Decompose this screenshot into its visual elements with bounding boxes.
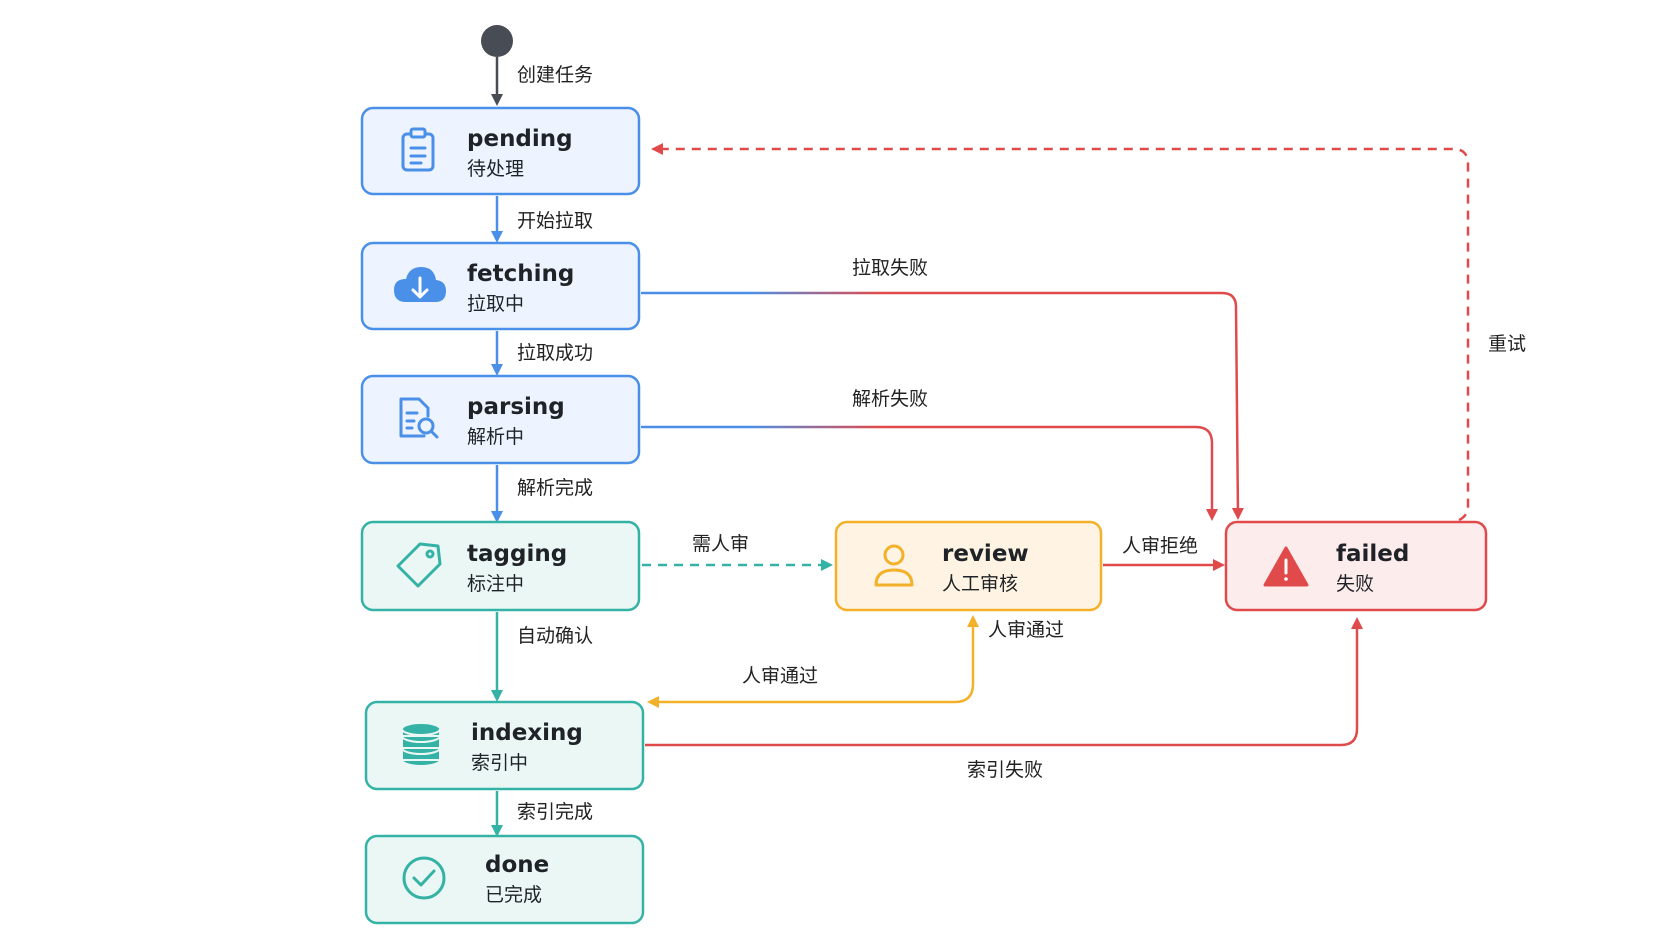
state-subtitle: 待处理 [467,158,524,180]
warning-icon [1263,546,1309,587]
state-review: review 人工审核 [834,520,1103,612]
label-parse-fail: 解析失败 [852,388,928,410]
clipboard-icon [401,127,435,172]
label-retry: 重试 [1488,333,1526,355]
edge-labels: 创建任务 开始拉取 拉取成功 解析完成 自动确认 索引完成 拉取失败 解析失败 … [517,64,1526,823]
label-index-fail: 索引失败 [967,759,1043,781]
state-subtitle: 拉取中 [467,293,524,315]
state-parsing: parsing 解析中 [360,374,641,465]
state-subtitle: 已完成 [485,884,542,906]
label-review-pass-left: 人审通过 [742,665,818,687]
label-review-pass-right: 人审通过 [988,619,1064,641]
person-icon [874,544,914,587]
label-auto-confirm: 自动确认 [517,625,593,647]
state-done: done 已完成 [364,834,645,925]
state-subtitle: 标注中 [467,573,524,595]
check-circle-icon [402,856,446,900]
database-icon [401,722,441,767]
edge-fetch-fail [641,291,1244,520]
state-tagging: tagging 标注中 [360,520,641,612]
label-start-fetch: 开始拉取 [517,210,593,232]
state-title: tagging [467,541,567,567]
state-fetching: fetching 拉取中 [360,241,641,331]
tag-icon [396,542,442,588]
state-title: pending [467,126,573,152]
state-title: fetching [467,261,574,287]
state-title: done [485,852,549,878]
edges [481,25,1470,837]
label-create-task: 创建任务 [517,64,593,86]
state-subtitle: 解析中 [467,426,524,448]
state-pending: pending 待处理 [360,106,641,196]
state-title: failed [1336,541,1409,567]
cloud-download-icon [394,267,446,302]
label-fetch-success: 拉取成功 [517,342,593,364]
start-node [481,25,513,57]
state-subtitle: 人工审核 [942,573,1018,595]
label-review-reject: 人审拒绝 [1122,535,1198,557]
edge-retry [651,143,1470,522]
document-search-icon [399,397,439,439]
edge-index-fail [645,617,1363,747]
state-indexing: indexing 索引中 [364,700,645,791]
state-subtitle: 索引中 [471,752,528,774]
edge-review-pass [647,636,975,708]
state-failed: failed 失败 [1224,520,1488,612]
edge-parse-fail [641,425,1218,521]
state-title: parsing [467,394,565,420]
state-title: indexing [471,720,583,746]
label-index-done: 索引完成 [517,801,593,823]
state-subtitle: 失败 [1336,573,1374,595]
label-needs-review: 需人审 [692,533,749,555]
label-fetch-fail: 拉取失败 [852,257,928,279]
label-parse-done: 解析完成 [517,477,593,499]
state-title: review [942,541,1029,567]
